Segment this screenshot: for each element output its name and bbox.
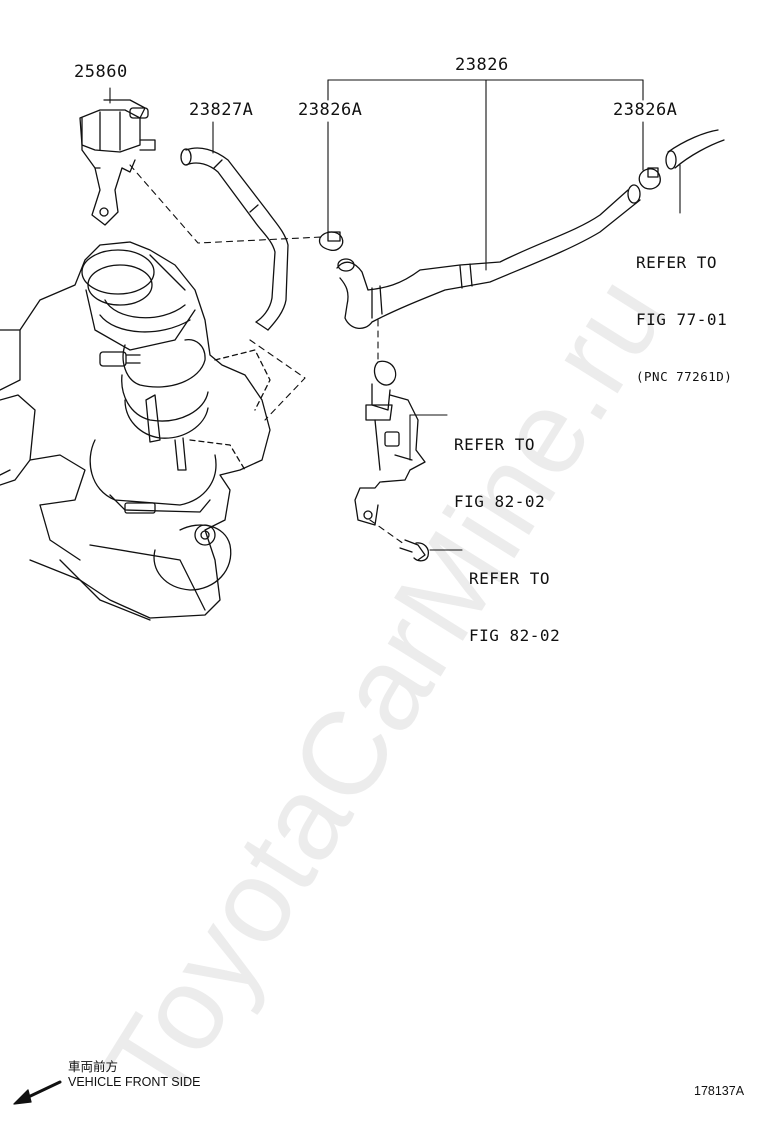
refer-fig-82-02-bracket: REFER TO FIG 82-02 bbox=[454, 397, 545, 530]
arrow-down-left-icon bbox=[13, 1080, 62, 1105]
bracket bbox=[354, 360, 426, 526]
assembly-dashed-lines bbox=[129, 164, 405, 545]
part-label-23826A-left: 23826A bbox=[298, 100, 363, 120]
vehicle-front-label: VEHICLE FRONT SIDE bbox=[68, 1075, 201, 1089]
vehicle-front-jp-label: 車両前方 bbox=[68, 1060, 119, 1074]
figure-code: 178137A bbox=[694, 1084, 745, 1098]
refer-line-1: REFER TO bbox=[454, 435, 536, 454]
refer-line-2: FIG 82-02 bbox=[454, 492, 546, 511]
hose-23827A bbox=[180, 147, 289, 331]
refer-line-2: FIG 82-02 bbox=[469, 626, 561, 645]
refer-fig-77-01: REFER TO FIG 77-01 (PNC 77261D) bbox=[636, 215, 732, 405]
refer-line-2: FIG 77-01 bbox=[636, 310, 728, 329]
leader-lines bbox=[109, 79, 681, 551]
part-label-23826: 23826 bbox=[455, 55, 509, 75]
bolt bbox=[399, 539, 430, 562]
vsv-valve-25860 bbox=[79, 99, 156, 226]
refer-fig-82-02-bolt: REFER TO FIG 82-02 bbox=[469, 531, 560, 664]
hose-23826 bbox=[318, 129, 725, 329]
refer-line-3: (PNC 77261D) bbox=[636, 369, 733, 384]
refer-line-1: REFER TO bbox=[636, 253, 718, 272]
part-label-23827A: 23827A bbox=[189, 100, 254, 120]
part-label-25860: 25860 bbox=[74, 62, 128, 82]
engine-assembly bbox=[0, 241, 271, 621]
part-label-23826A-right: 23826A bbox=[613, 100, 678, 120]
refer-line-1: REFER TO bbox=[469, 569, 551, 588]
